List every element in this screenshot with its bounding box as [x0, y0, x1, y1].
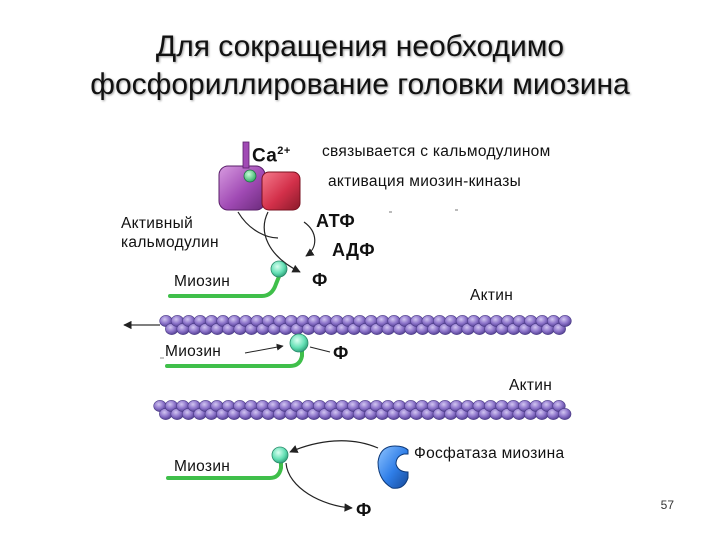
actin-2-label: Актин: [509, 377, 553, 394]
calmodulin-kinase-complex: [218, 141, 301, 211]
myosin-2-label: Миозин: [165, 343, 222, 360]
atp-label: АТФ: [316, 211, 356, 231]
actin-filament-1: [159, 315, 572, 335]
adp-label: АДФ: [332, 240, 376, 260]
calcium-label: Ca2+: [252, 145, 291, 167]
title-line-2: фосфориллирование головки миозина: [90, 68, 630, 101]
active-calmodulin-label: Активный кальмодулин: [121, 214, 219, 252]
myosin-1-tail: [168, 272, 282, 298]
title-line-1: Для сокращения необходимо: [155, 30, 565, 63]
myosin-2-head: [289, 333, 309, 353]
myosin-3-tail: [166, 460, 283, 480]
kinase-activation-label: активация миозин-киназы: [328, 173, 522, 190]
calmodulin-activation-arrow: [237, 211, 279, 239]
myosin-3-head: [271, 446, 289, 464]
myosin-2-pointer: [244, 343, 284, 354]
myosin-phosphatase-label: Фосфатаза миозина: [414, 445, 565, 462]
myosin-3-label: Миозин: [174, 458, 231, 475]
page-number: 57: [660, 498, 674, 512]
calcium-ion: [243, 169, 257, 183]
calmodulin-block: [218, 165, 266, 211]
active-calmodulin-line-1: Активный: [121, 215, 194, 232]
phosphate-3-label: Ф: [356, 500, 372, 520]
phosphate-2-label: Ф: [333, 343, 349, 363]
atp-to-adp-arrow: [303, 221, 316, 257]
actin-filament-2: [153, 400, 572, 420]
phosphate-1-label: Ф: [312, 270, 328, 290]
phosphate-release-arrow: [285, 462, 353, 512]
slide-title: Для сокращения необходимо фосфориллирова…: [0, 28, 720, 104]
active-calmodulin-line-2: кальмодулин: [121, 234, 219, 251]
myosin-1-head: [270, 260, 288, 278]
actin-bead: [558, 315, 572, 327]
calcium-charge: 2+: [277, 145, 291, 157]
dephosphorylation-arrow-in: [289, 440, 379, 453]
calcium-symbol: Ca: [252, 145, 278, 167]
myosin-2-tail: [165, 346, 304, 368]
myosin-1-label: Миозин: [174, 273, 231, 290]
myosin-kinase-block: [261, 171, 301, 211]
binds-calmodulin-label: связывается с кальмодулином: [322, 143, 551, 160]
phosphate-2-link: [309, 346, 331, 353]
actin-1-label: Актин: [470, 287, 514, 304]
phosphorylation-arrow: [263, 211, 301, 273]
actin-bead: [558, 408, 572, 420]
myosin-phosphatase-shape: [377, 445, 409, 489]
